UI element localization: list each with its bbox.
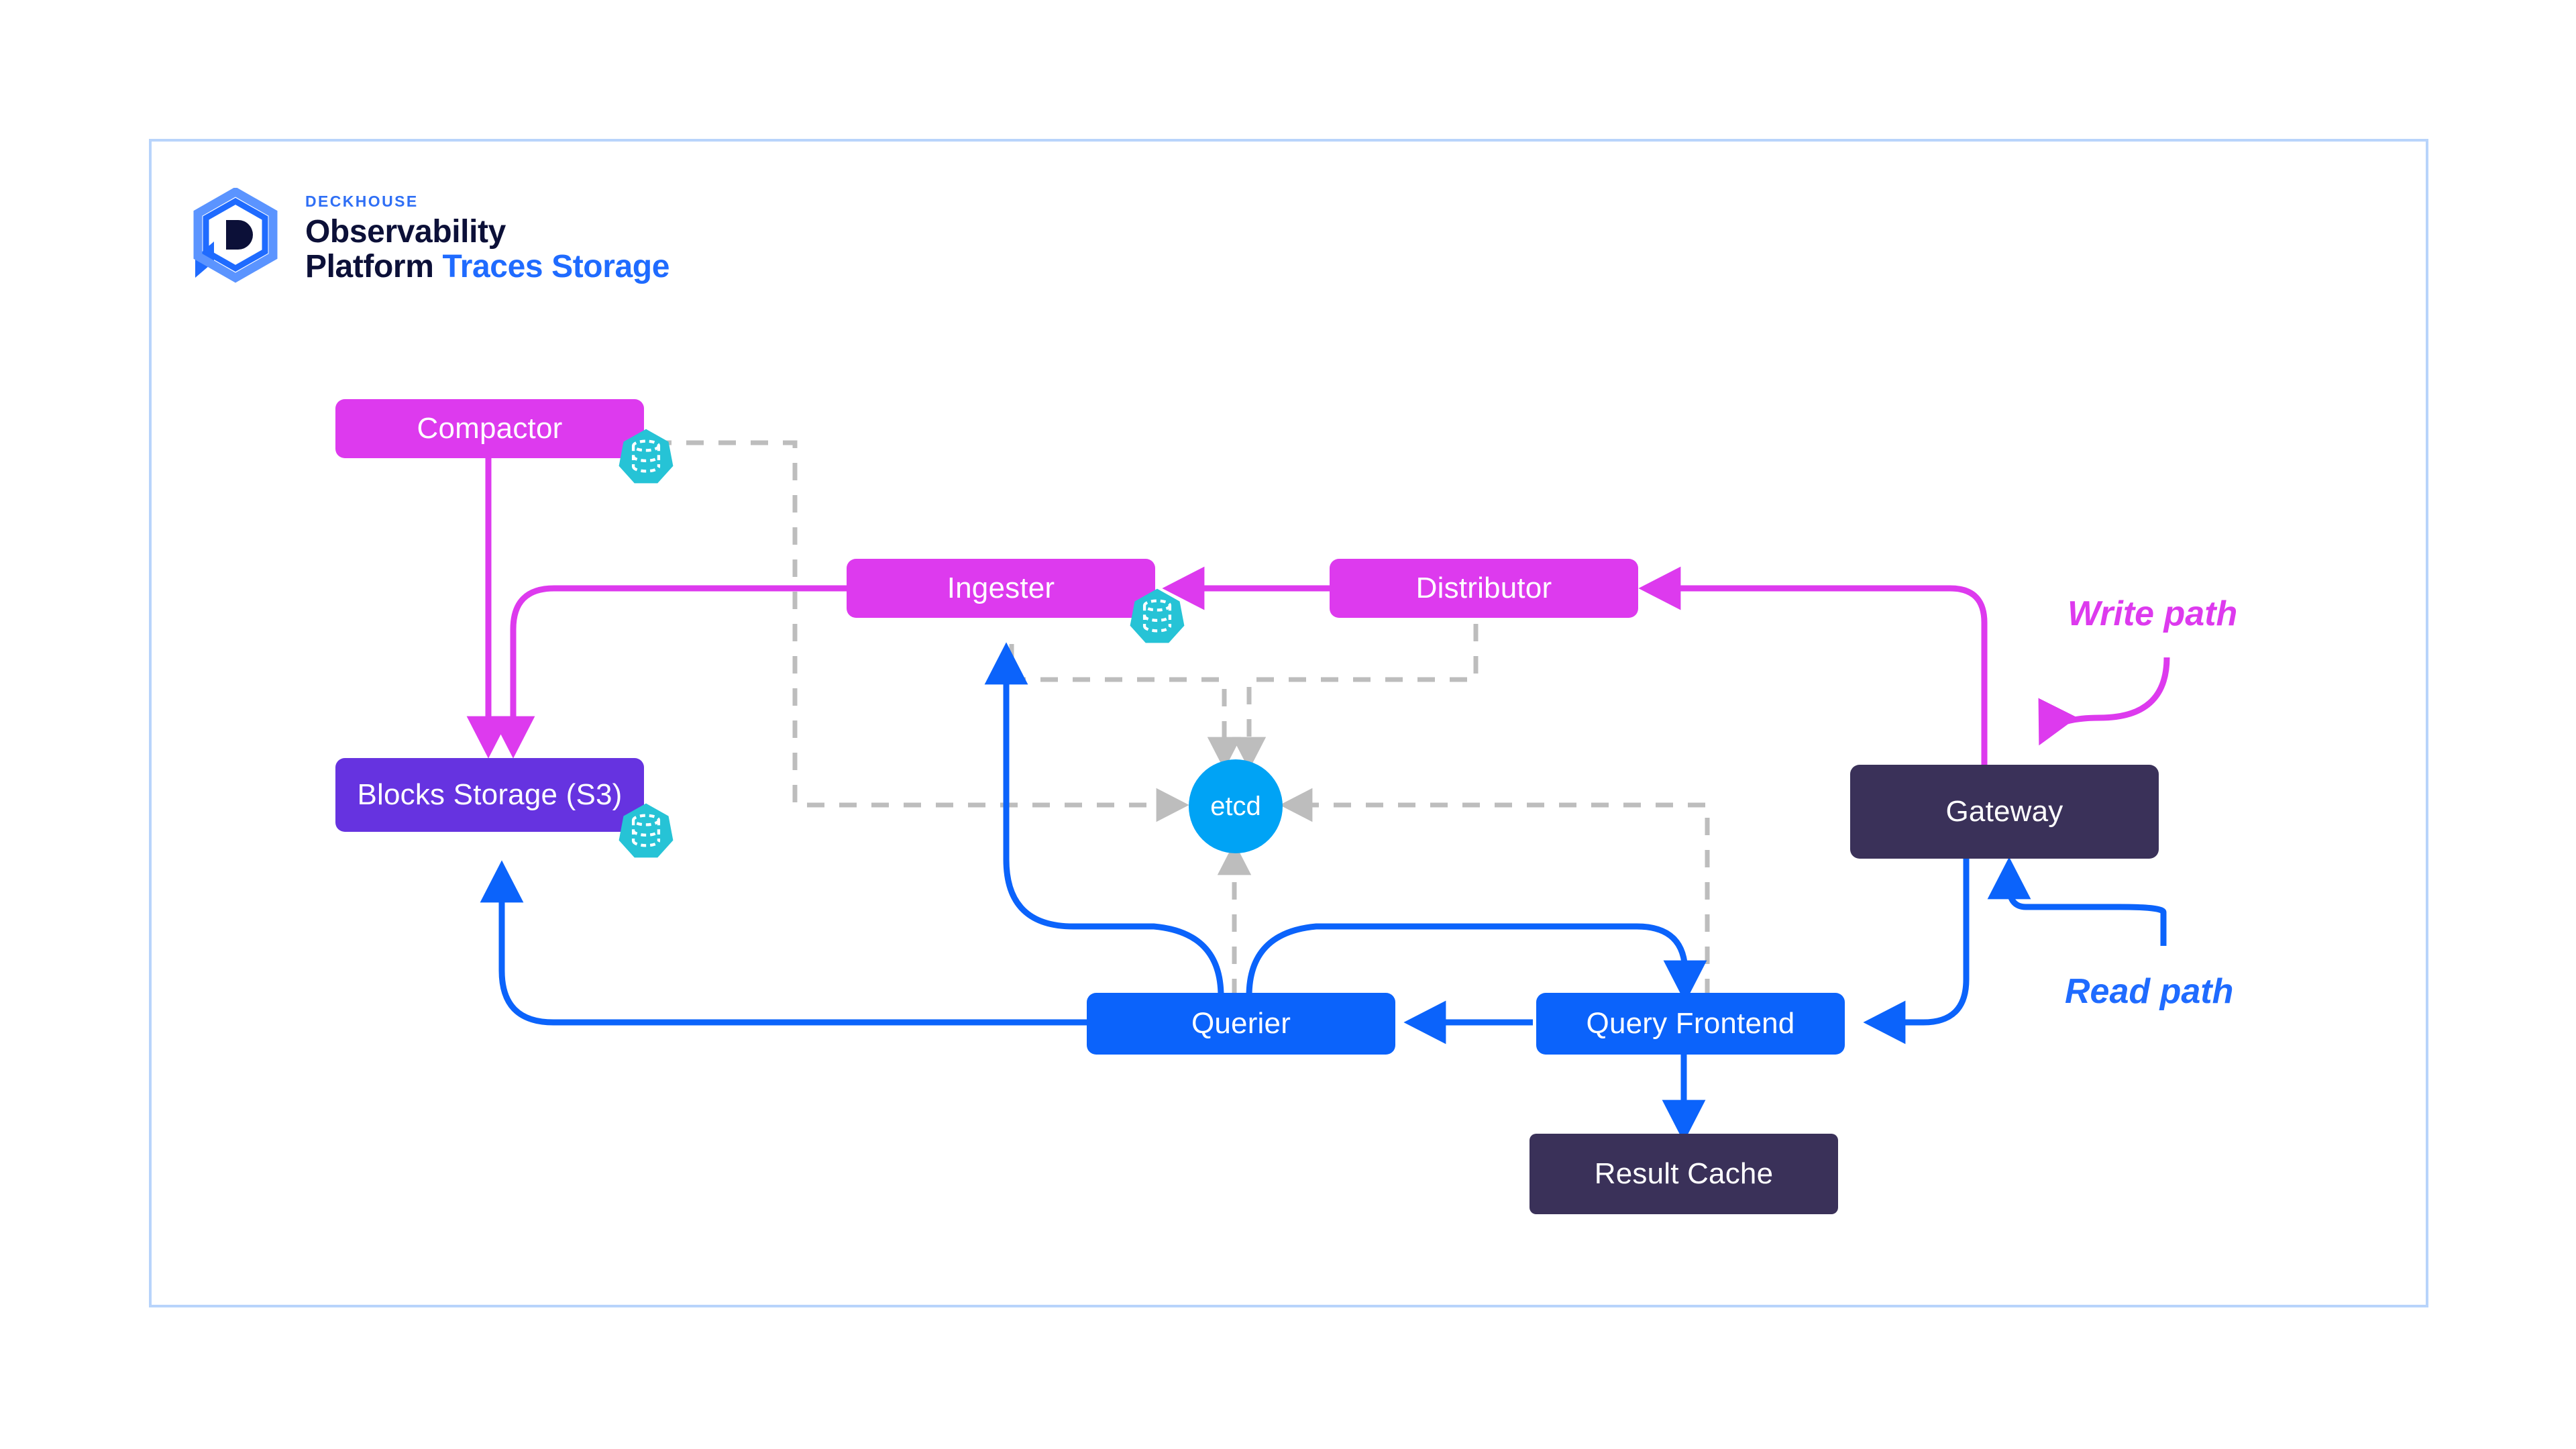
stateful-badge-blocks-storage-icon	[619, 803, 674, 858]
node-query-frontend[interactable]: Query Frontend	[1536, 993, 1845, 1055]
node-gateway-label: Gateway	[1945, 795, 2063, 828]
legend-write-path: Write path	[2068, 594, 2238, 633]
brand-platform: Platform	[305, 248, 434, 284]
node-result-cache[interactable]: Result Cache	[1529, 1134, 1838, 1214]
brand-kicker: DECKHOUSE	[305, 192, 419, 210]
node-compactor[interactable]: Compactor	[335, 399, 644, 458]
node-etcd-label: etcd	[1210, 791, 1261, 821]
node-ingester-label: Ingester	[947, 572, 1055, 604]
brand-line-2: Platform Traces Storage	[305, 248, 670, 284]
diagram-frame	[149, 139, 2428, 1307]
stateful-badge-compactor-icon	[619, 429, 674, 484]
legend-read-path: Read path	[2065, 972, 2234, 1011]
node-compactor-label: Compactor	[417, 412, 563, 445]
node-query-frontend-label: Query Frontend	[1586, 1007, 1795, 1040]
node-distributor[interactable]: Distributor	[1330, 559, 1638, 618]
brand-line-1: Observability	[305, 213, 506, 250]
node-distributor-label: Distributor	[1415, 572, 1552, 604]
node-gateway[interactable]: Gateway	[1850, 765, 2159, 859]
node-ingester[interactable]: Ingester	[847, 559, 1155, 618]
node-result-cache-label: Result Cache	[1594, 1157, 1774, 1190]
node-etcd[interactable]: etcd	[1189, 759, 1283, 853]
brand-lockup: DECKHOUSE Observability Platform Traces …	[191, 188, 669, 288]
node-blocks-storage[interactable]: Blocks Storage (S3)	[335, 758, 644, 832]
deckhouse-hexagon-d-logo-icon	[193, 188, 278, 283]
node-querier-label: Querier	[1191, 1007, 1291, 1040]
stateful-badge-ingester-icon	[1130, 588, 1185, 643]
node-blocks-storage-label: Blocks Storage (S3)	[357, 778, 623, 811]
brand-product: Traces Storage	[442, 248, 670, 284]
node-querier[interactable]: Querier	[1087, 993, 1395, 1055]
